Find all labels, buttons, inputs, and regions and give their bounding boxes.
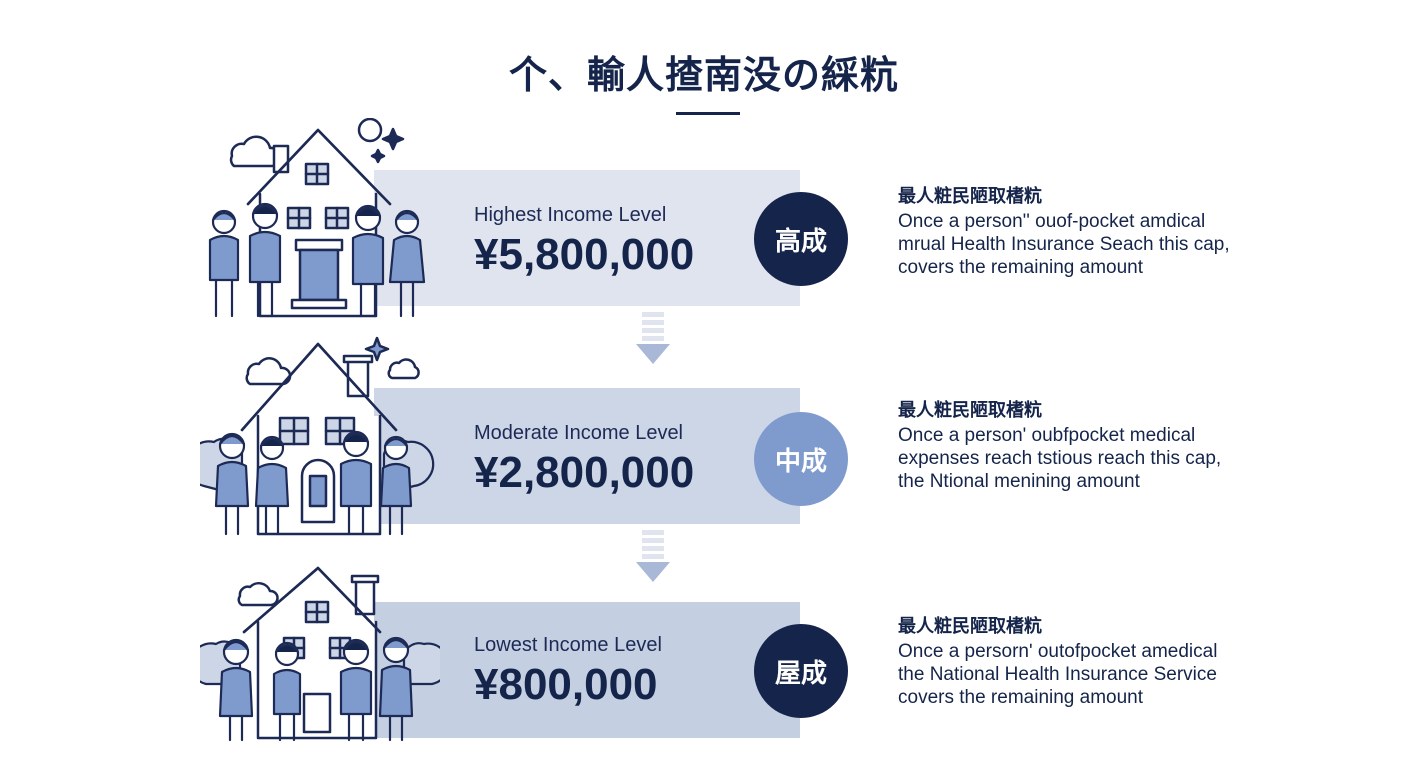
description-line: the Ntional menining amount [898,471,1140,492]
cloud-icon [229,135,282,168]
tier-description: 最人粧民陋取榰粇 Once a person'' ouof-pocket amd… [898,182,1238,279]
house-family-icon [200,566,440,742]
description-heading: 最人粧民陋取榰粇 [898,616,1042,637]
description-line: expenses reach tstious reach this cap, [898,448,1222,469]
description-line: Once a person' oubfpocket medical [898,425,1196,446]
description-line: covers the remaining amount [898,687,1144,708]
tier-lowest: Lowest Income Level ¥800,000 屋成 最人粧民陋取榰粇… [0,566,1408,742]
description-heading: 最人粧民陋取榰粇 [898,186,1042,207]
page-title: 个、輸人揸南没の綵粇 [508,53,899,97]
level-label: Moderate Income Level [474,422,684,444]
tier-description: 最人粧民陋取榰粇 Once a persornʹ outofpocket ame… [898,612,1238,709]
family-icon [218,636,414,742]
arrow-down-icon [636,562,670,582]
tier-badge: 屋成 [754,624,848,718]
description-line: covers the remaining amount [898,257,1144,278]
level-label: Highest Income Level [474,204,667,226]
connector-arrow [636,530,670,582]
title-underline [676,112,740,115]
family-icon [208,202,426,318]
tier-description: 最人粧民陋取榰粇 Once a person' oubfpocket medic… [898,396,1238,493]
tier-band [374,170,800,306]
cloud-icon [245,357,292,386]
amount-value: ¥5,800,000 [474,230,695,279]
tier-badge: 中成 [754,412,848,506]
family-icon [214,430,413,536]
tier-band [374,388,800,524]
tier-moderate: Moderate Income Level ¥2,800,000 中成 最人粧民… [0,336,1408,536]
description-line: Once a persornʹ outofpocket amedical [898,641,1218,662]
tier-highest: Highest Income Level ¥5,800,000 高成 最人粧民陋… [0,118,1408,318]
cloud-icon [237,581,279,607]
tier-band [374,602,800,738]
description-line: the National Health Insurance Service [898,664,1217,685]
connector-arrow [636,312,670,364]
house-family-icon [208,118,426,318]
description-line: Once a person'' ouof-pocket amdical [898,211,1206,232]
arrow-down-icon [636,344,670,364]
house-family-icon [200,336,435,536]
level-label: Lowest Income Level [474,634,662,656]
amount-value: ¥2,800,000 [474,448,695,497]
tier-badge: 高成 [754,192,848,286]
description-line: mrual Health Insurance Seach this cap, [898,234,1230,255]
amount-value: ¥800,000 [474,660,658,709]
description-heading: 最人粧民陋取榰粇 [898,400,1042,421]
